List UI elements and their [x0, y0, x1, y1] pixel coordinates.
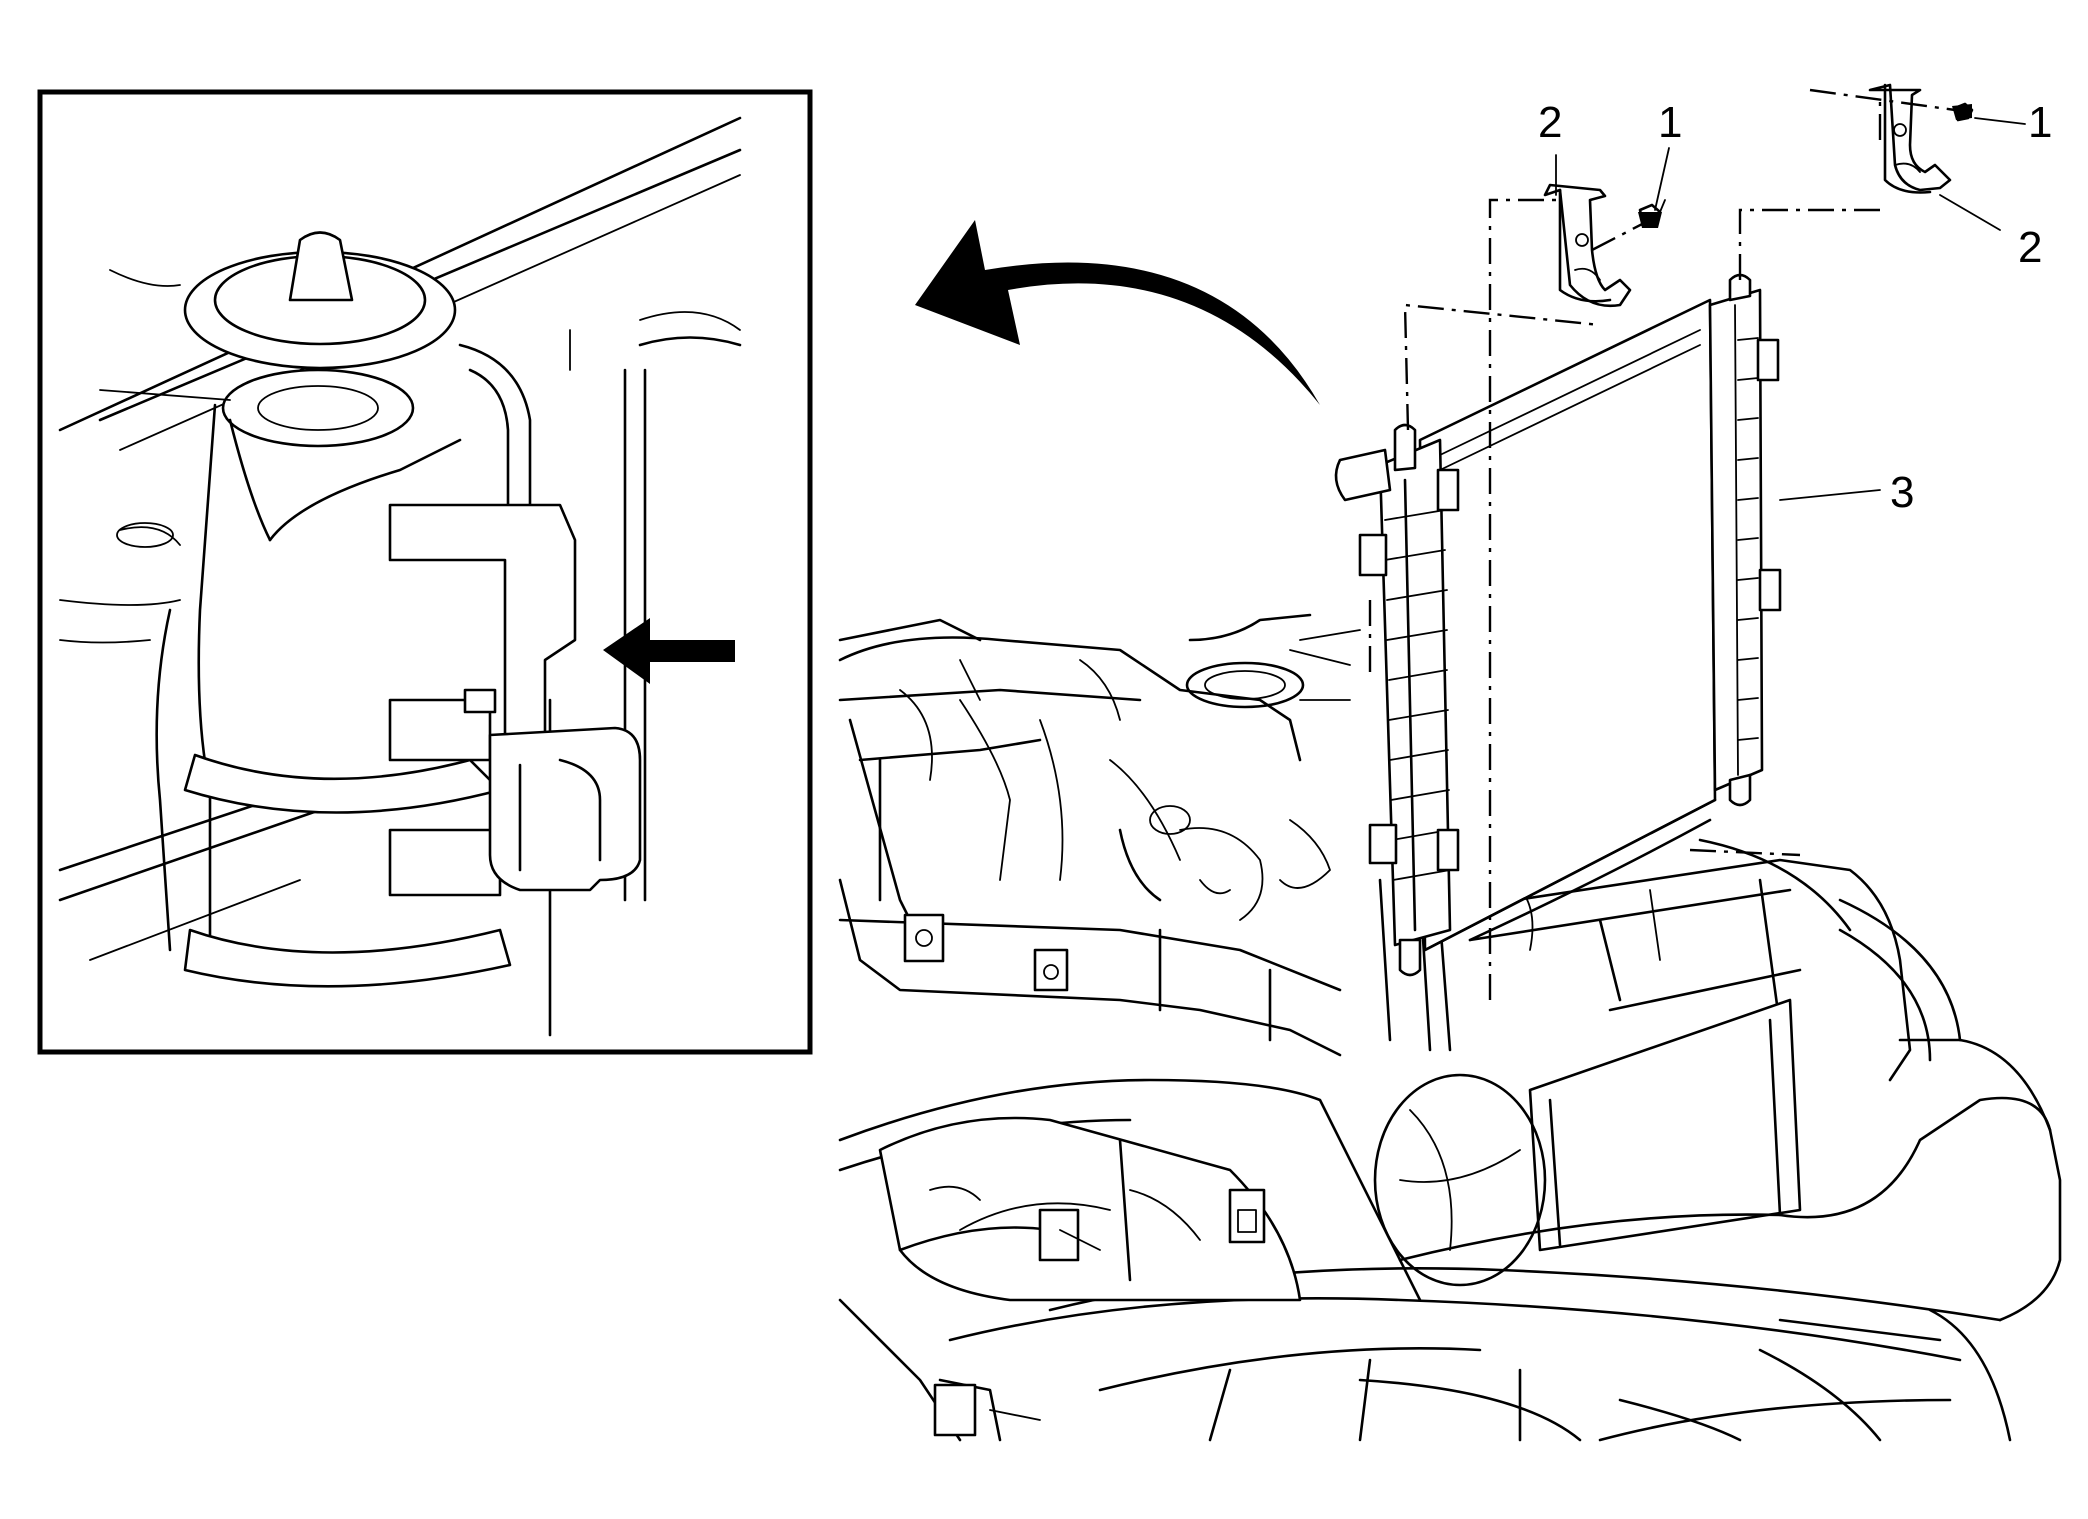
pointer-arrow-icon: [603, 618, 735, 684]
inset-frame: [37, 89, 813, 1055]
callout-fastener-right: 1: [2028, 98, 2052, 147]
upper-bracket-right: [1868, 83, 1952, 194]
callout-leaders: [1555, 117, 2026, 501]
callout-bracket-left: 2: [1538, 98, 1562, 147]
radiator: [1334, 273, 1782, 977]
upper-bracket-left: [1543, 183, 1632, 308]
detail-inset: [37, 89, 813, 1055]
inset-artwork: [58, 116, 742, 1037]
callout-bracket-right: 2: [2018, 223, 2042, 272]
alignment-lines: [1368, 88, 1956, 1000]
callout-radiator: 3: [1890, 468, 1914, 517]
vehicle-front-end: [838, 613, 2062, 1442]
callout-fastener-left: 1: [1658, 98, 1682, 147]
fastener-right-drive-icon: [1952, 104, 1972, 120]
removal-direction-arrow-icon: [915, 220, 1320, 405]
